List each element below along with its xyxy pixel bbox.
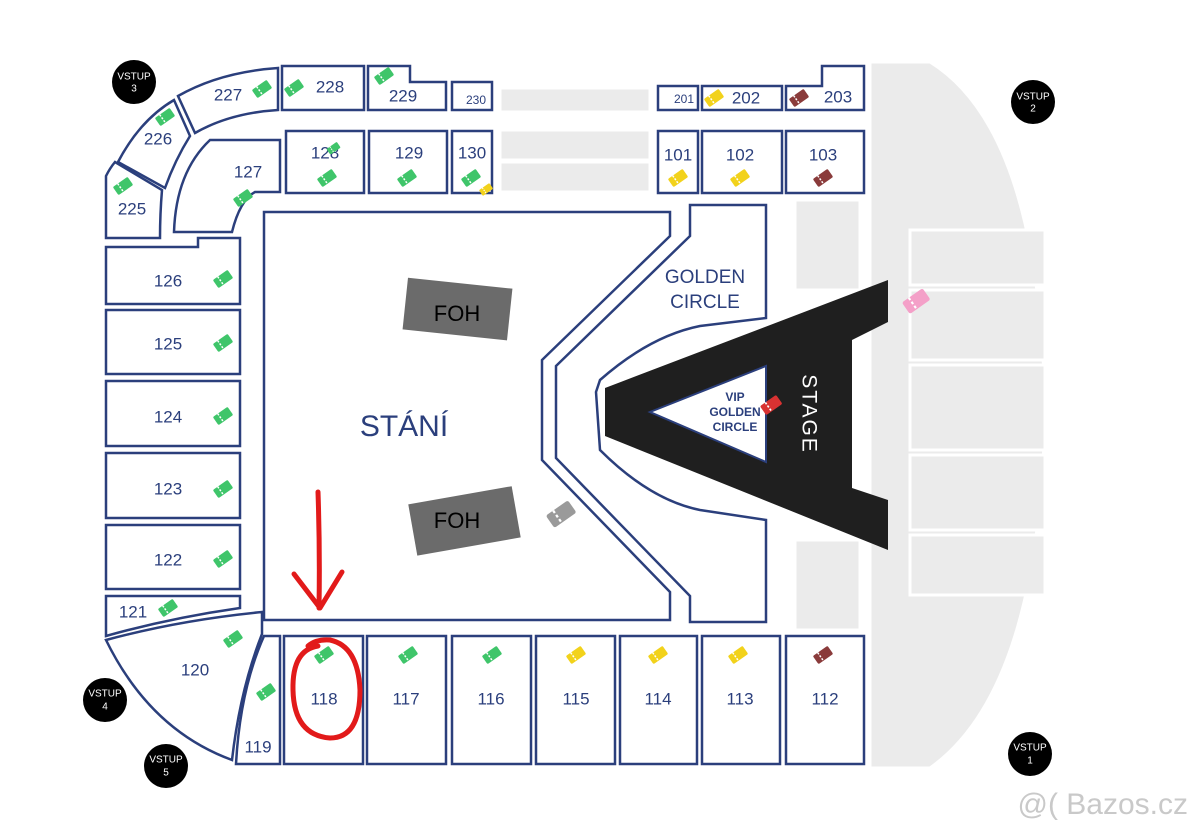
section-label-123: 123 — [154, 479, 182, 498]
section-label-119: 119 — [244, 737, 271, 756]
section-226[interactable] — [116, 98, 192, 190]
section-label-102: 102 — [726, 145, 754, 164]
section-label-122: 122 — [154, 550, 182, 569]
section-label-117: 117 — [392, 689, 419, 708]
section-label-225: 225 — [118, 199, 146, 218]
section-label-229: 229 — [389, 86, 417, 105]
vip-label-2: GOLDEN — [709, 405, 760, 419]
section-label-124: 124 — [154, 407, 182, 426]
standing-label: STÁNÍ — [360, 410, 449, 443]
entrance-3-line2: 3 — [131, 84, 137, 95]
section-230[interactable] — [450, 80, 494, 112]
section-119[interactable] — [234, 634, 282, 766]
section-123[interactable] — [104, 451, 242, 520]
vip-label-3: CIRCLE — [713, 420, 758, 434]
section-label-113: 113 — [726, 689, 753, 708]
grey-arena — [498, 60, 1047, 770]
section-label-116: 116 — [477, 689, 504, 708]
section-label-230: 230 — [466, 93, 486, 107]
section-227[interactable] — [176, 66, 280, 135]
section-120[interactable] — [104, 610, 264, 762]
section-126[interactable] — [104, 236, 242, 306]
annotation-circle — [290, 637, 363, 741]
vip-label-1: VIP — [725, 390, 744, 404]
section-115[interactable] — [534, 634, 617, 766]
section-116[interactable] — [450, 634, 533, 766]
section-label-202: 202 — [732, 88, 760, 107]
entrance-2-line2: 2 — [1030, 104, 1036, 115]
entrance-3-line1: VSTUP — [117, 72, 151, 83]
foh-bottom — [408, 486, 521, 556]
section-label-127: 127 — [234, 162, 262, 181]
foh-top — [402, 277, 513, 341]
entrance-5-line1: VSTUP — [149, 755, 183, 766]
section-label-103: 103 — [809, 145, 837, 164]
entrance-1-line1: VSTUP — [1013, 743, 1047, 754]
section-label-130: 130 — [458, 143, 486, 162]
golden-circle-label-1: GOLDEN — [665, 267, 745, 288]
entrance-2-line1: VSTUP — [1016, 92, 1050, 103]
section-label-115: 115 — [562, 689, 589, 708]
golden-circle-label-2: CIRCLE — [670, 292, 740, 313]
section-121[interactable] — [104, 594, 242, 638]
section-201[interactable] — [656, 84, 700, 112]
section-label-228: 228 — [316, 77, 344, 96]
watermark: @( Bazos.cz — [1018, 788, 1189, 821]
section-label-201: 201 — [674, 92, 694, 106]
entrance-2: VSTUP 2 — [1011, 80, 1055, 124]
entrance-1-line2: 1 — [1027, 756, 1033, 767]
section-label-101: 101 — [664, 145, 692, 164]
section-label-112: 112 — [811, 689, 838, 708]
annotation-arrow — [291, 489, 345, 611]
stage-label: STAGE — [797, 374, 820, 454]
entrance-5-line2: 5 — [163, 768, 169, 779]
foh-top-label: FOH — [434, 301, 480, 326]
entrance-4-line1: VSTUP — [88, 689, 122, 700]
section-label-114: 114 — [644, 689, 671, 708]
section-label-120: 120 — [181, 660, 209, 679]
golden-circle-area[interactable] — [554, 203, 768, 624]
section-124[interactable] — [104, 379, 242, 448]
section-225[interactable] — [104, 160, 164, 240]
section-label-129: 129 — [395, 143, 423, 162]
section-127[interactable] — [172, 138, 282, 234]
entrance-1: VSTUP 1 — [1008, 732, 1052, 776]
section-label-121: 121 — [119, 602, 147, 621]
foh-bottom-label: FOH — [434, 508, 480, 533]
section-label-126: 126 — [154, 271, 182, 290]
entrance-4: VSTUP 4 — [83, 678, 127, 722]
section-label-118: 118 — [310, 689, 337, 708]
entrance-5: VSTUP 5 — [144, 744, 188, 788]
entrance-3: VSTUP 3 — [112, 60, 156, 104]
section-label-227: 227 — [214, 85, 242, 104]
entrance-4-line2: 4 — [102, 702, 108, 713]
section-label-226: 226 — [144, 129, 172, 148]
section-label-125: 125 — [154, 334, 182, 353]
section-label-203: 203 — [824, 87, 852, 106]
